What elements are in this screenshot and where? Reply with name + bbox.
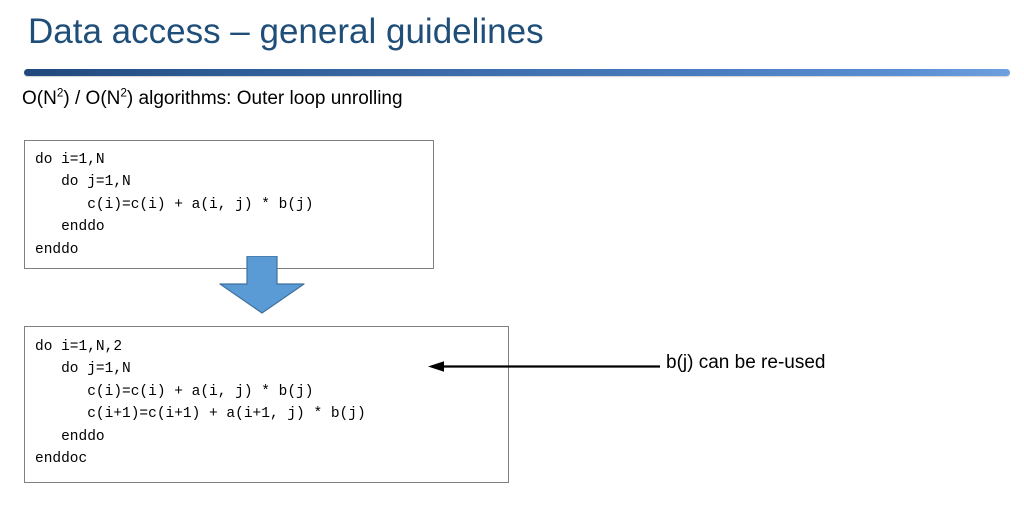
subtitle-prefix: O(N [22, 88, 57, 109]
title-divider [24, 69, 1010, 76]
code-block-before: do i=1,N do j=1,N c(i)=c(i) + a(i, j) * … [24, 139, 434, 269]
down-block-arrow-icon [216, 255, 308, 314]
code-block-after: do i=1,N,2 do j=1,N c(i)=c(i) + a(i, j) … [24, 325, 509, 483]
subtitle-suffix: ) algorithms: Outer loop unrolling [126, 88, 403, 109]
subtitle: O(N2) / O(N2) algorithms: Outer loop unr… [22, 86, 403, 110]
callout-label: b(j) can be re-used [666, 352, 826, 373]
subtitle-superscript-2: 2 [120, 86, 127, 100]
left-arrow-icon [428, 360, 660, 373]
page-title: Data access – general guidelines [28, 12, 544, 51]
subtitle-superscript-1: 2 [56, 86, 64, 100]
subtitle-middle: ) / O(N [63, 88, 121, 109]
